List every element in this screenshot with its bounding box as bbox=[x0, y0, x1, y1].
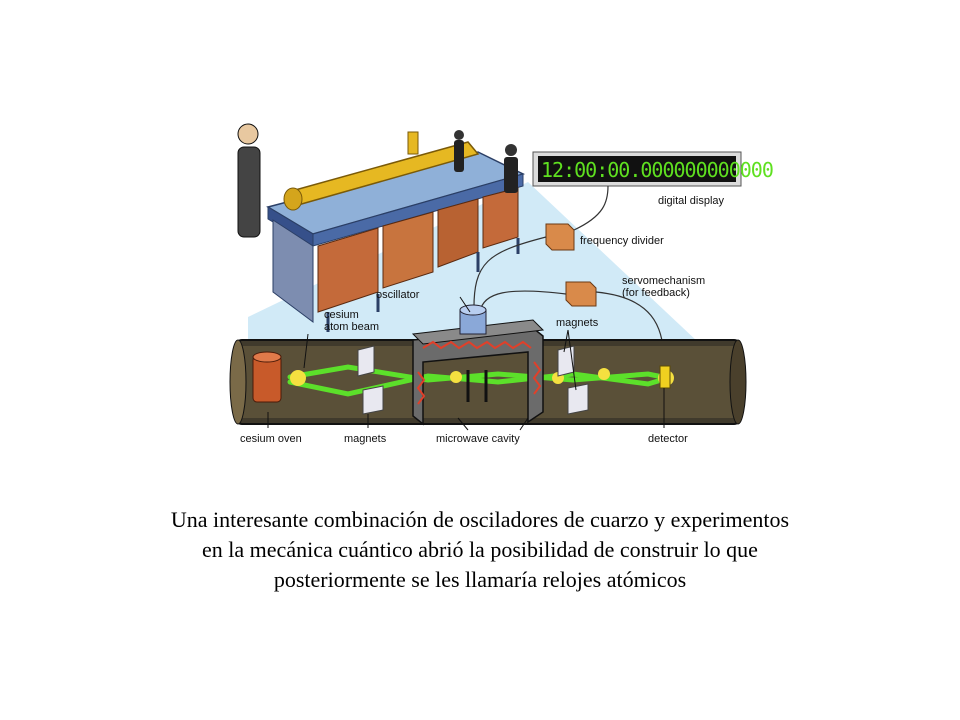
lab-machine-illustration bbox=[237, 123, 526, 332]
label-servomechanism-1: servomechanism bbox=[622, 275, 705, 287]
caption: Una interesante combinación de oscilador… bbox=[80, 505, 880, 595]
label-cesium-beam-1: cesium bbox=[324, 309, 359, 321]
label-frequency-divider: frequency divider bbox=[580, 235, 664, 247]
label-magnets-bottom: magnets bbox=[344, 433, 387, 445]
label-servomechanism-2: (for feedback) bbox=[622, 287, 690, 299]
label-magnets-top: magnets bbox=[556, 317, 599, 329]
label-detector: detector bbox=[648, 433, 688, 445]
magnets-right bbox=[557, 345, 589, 415]
label-digital-display: digital display bbox=[658, 195, 725, 207]
display-readout: 12:00:00.000000000000 bbox=[541, 158, 773, 182]
label-microwave-cavity: microwave cavity bbox=[436, 433, 520, 445]
magnets-left bbox=[357, 345, 384, 415]
caption-line-3: posteriormente se les llamaría relojes a… bbox=[273, 567, 687, 592]
atomic-clock-diagram: 12:00:00.000000000000 digital display fr… bbox=[228, 112, 774, 452]
caption-line-2: en la mecánica cuántico abrió la posibil… bbox=[202, 537, 758, 562]
detector bbox=[659, 365, 671, 389]
background-figures bbox=[454, 130, 518, 193]
caption-line-1: Una interesante combinación de oscilador… bbox=[170, 507, 790, 532]
label-oscillator: oscillator bbox=[376, 289, 420, 301]
scientist-figure bbox=[237, 123, 261, 238]
servomechanism-box bbox=[565, 281, 597, 307]
atom-beam bbox=[287, 364, 671, 397]
frequency-divider-box bbox=[545, 223, 575, 251]
digital-display: 12:00:00.000000000000 bbox=[532, 151, 774, 187]
cesium-oven bbox=[252, 351, 282, 403]
pointer-lines bbox=[267, 296, 665, 431]
label-cesium-oven: cesium oven bbox=[240, 433, 302, 445]
oscillator bbox=[459, 304, 487, 335]
label-cesium-beam-2: atom beam bbox=[324, 321, 379, 333]
